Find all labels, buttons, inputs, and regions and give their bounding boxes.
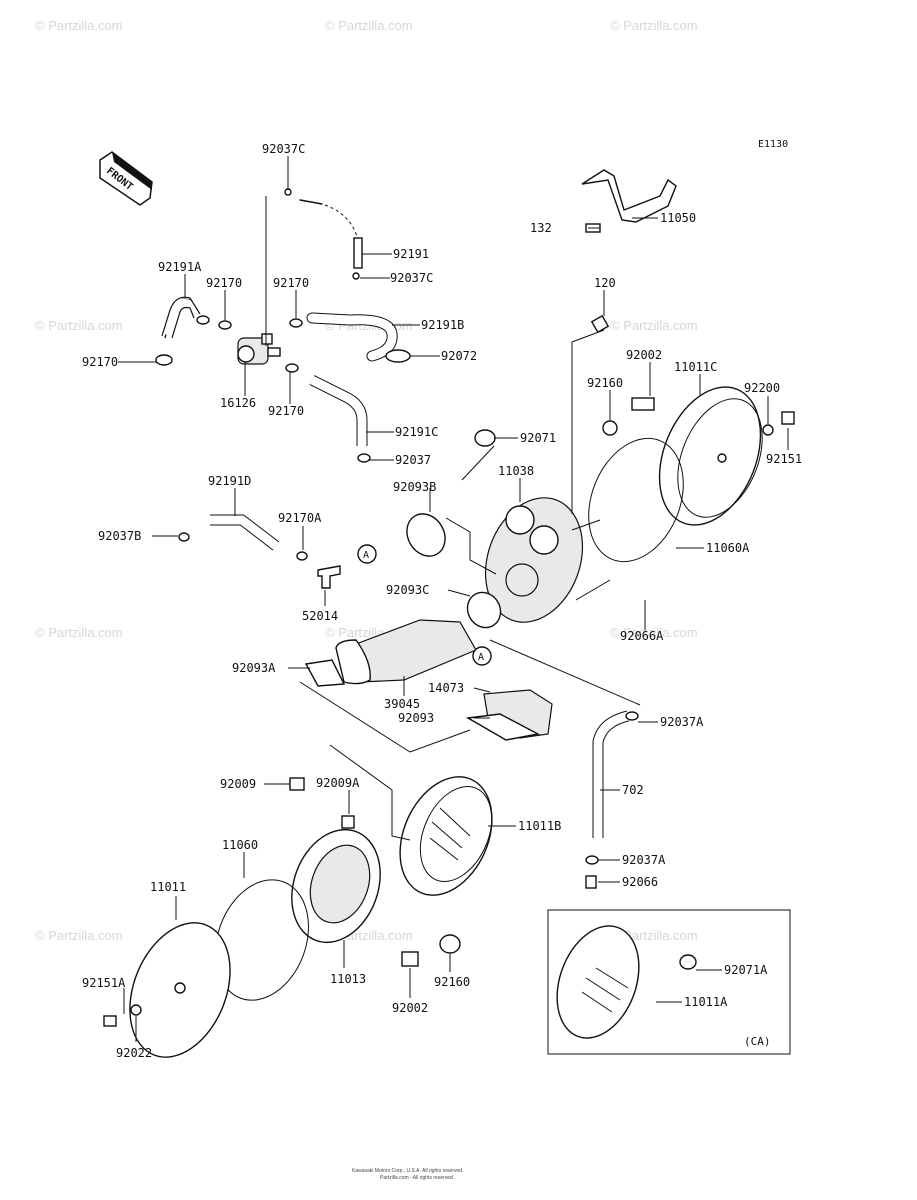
part-label: 11038 <box>498 464 534 478</box>
part-label: 92170A <box>278 511 322 525</box>
part-label: 92037C <box>262 142 305 156</box>
watermark: © Partzilla.com <box>35 928 123 943</box>
part-label: 92151 <box>766 452 802 466</box>
part-label: 11060 <box>222 838 258 852</box>
part-label: 92009 <box>220 777 256 791</box>
part-label: 120 <box>594 276 616 290</box>
part-label: 92072 <box>441 349 477 363</box>
part-label: 92191A <box>158 260 202 274</box>
part-label: 92170 <box>82 355 118 369</box>
part-label: 92037C <box>390 271 433 285</box>
copyright-footer: Kawasaki Motors Corp., U.S.A. All rights… <box>352 1168 463 1174</box>
part-label: 16126 <box>220 396 256 410</box>
part-label: 92191B <box>421 318 464 332</box>
callout-a-markers: A A <box>363 550 484 663</box>
part-label: 92093 <box>398 711 434 725</box>
watermark: © Partzilla.com <box>610 18 698 33</box>
part-label: 92160 <box>434 975 470 989</box>
part-label: 92170 <box>273 276 309 290</box>
copyright-footer: Partzilla.com - All rights reserved. <box>380 1175 454 1181</box>
part-label: 92066 <box>622 875 658 889</box>
part-label: 92093A <box>232 661 276 675</box>
part-label: 14073 <box>428 681 464 695</box>
callout-a: A <box>363 550 369 561</box>
callout-a: A <box>478 652 484 663</box>
watermark: © Partzilla.com <box>610 625 698 640</box>
part-label: 92066A <box>620 629 664 643</box>
part-label: 132 <box>530 221 552 235</box>
part-label: 11011A <box>684 995 728 1009</box>
part-label: 11011C <box>674 360 717 374</box>
watermark: © Partzilla.com <box>610 318 698 333</box>
watermark: © Partzilla.com <box>35 625 123 640</box>
part-label: 92093C <box>386 583 429 597</box>
watermarks: © Partzilla.com © Partzilla.com © Partzi… <box>35 18 698 943</box>
watermark: © Partzilla.com <box>35 318 123 333</box>
part-label: 92071A <box>724 963 768 977</box>
part-label: 92002 <box>392 1001 428 1015</box>
part-label: 92002 <box>626 348 662 362</box>
part-label: 92037A <box>622 853 666 867</box>
front-arrow-icon: FRONT <box>99 151 153 206</box>
part-label: 52014 <box>302 609 338 623</box>
part-label: 92037A <box>660 715 704 729</box>
part-label: 92170 <box>268 404 304 418</box>
part-label: 92022 <box>116 1046 152 1060</box>
part-label: 92009A <box>316 776 360 790</box>
part-label: 92191C <box>395 425 438 439</box>
part-label: 11050 <box>660 211 696 225</box>
part-label: 39045 <box>384 697 420 711</box>
parts-geometry <box>103 169 795 1058</box>
leader-lines <box>118 156 789 1042</box>
part-label: 92071 <box>520 431 556 445</box>
part-label: 92037 <box>395 453 431 467</box>
part-label: 11060A <box>706 541 750 555</box>
part-label: 11013 <box>330 972 366 986</box>
variant-label: (CA) <box>744 1035 771 1048</box>
part-label: 92093B <box>393 480 436 494</box>
watermark: © Partzilla.com <box>325 18 413 33</box>
diagram-code: E1130 <box>758 139 788 150</box>
part-label: 92151A <box>82 976 126 990</box>
part-label: 92191 <box>393 247 429 261</box>
part-labels: 92037C 92191 92037C 92191A 92170 92170 9… <box>82 142 802 1060</box>
part-label: 702 <box>622 783 644 797</box>
part-label: 92191D <box>208 474 251 488</box>
watermark: © Partzilla.com <box>35 18 123 33</box>
part-label: 92037B <box>98 529 141 543</box>
part-label: 11011B <box>518 819 561 833</box>
part-label: 92200 <box>744 381 780 395</box>
part-label: 92160 <box>587 376 623 390</box>
part-label: 92170 <box>206 276 242 290</box>
part-label: 11011 <box>150 880 186 894</box>
